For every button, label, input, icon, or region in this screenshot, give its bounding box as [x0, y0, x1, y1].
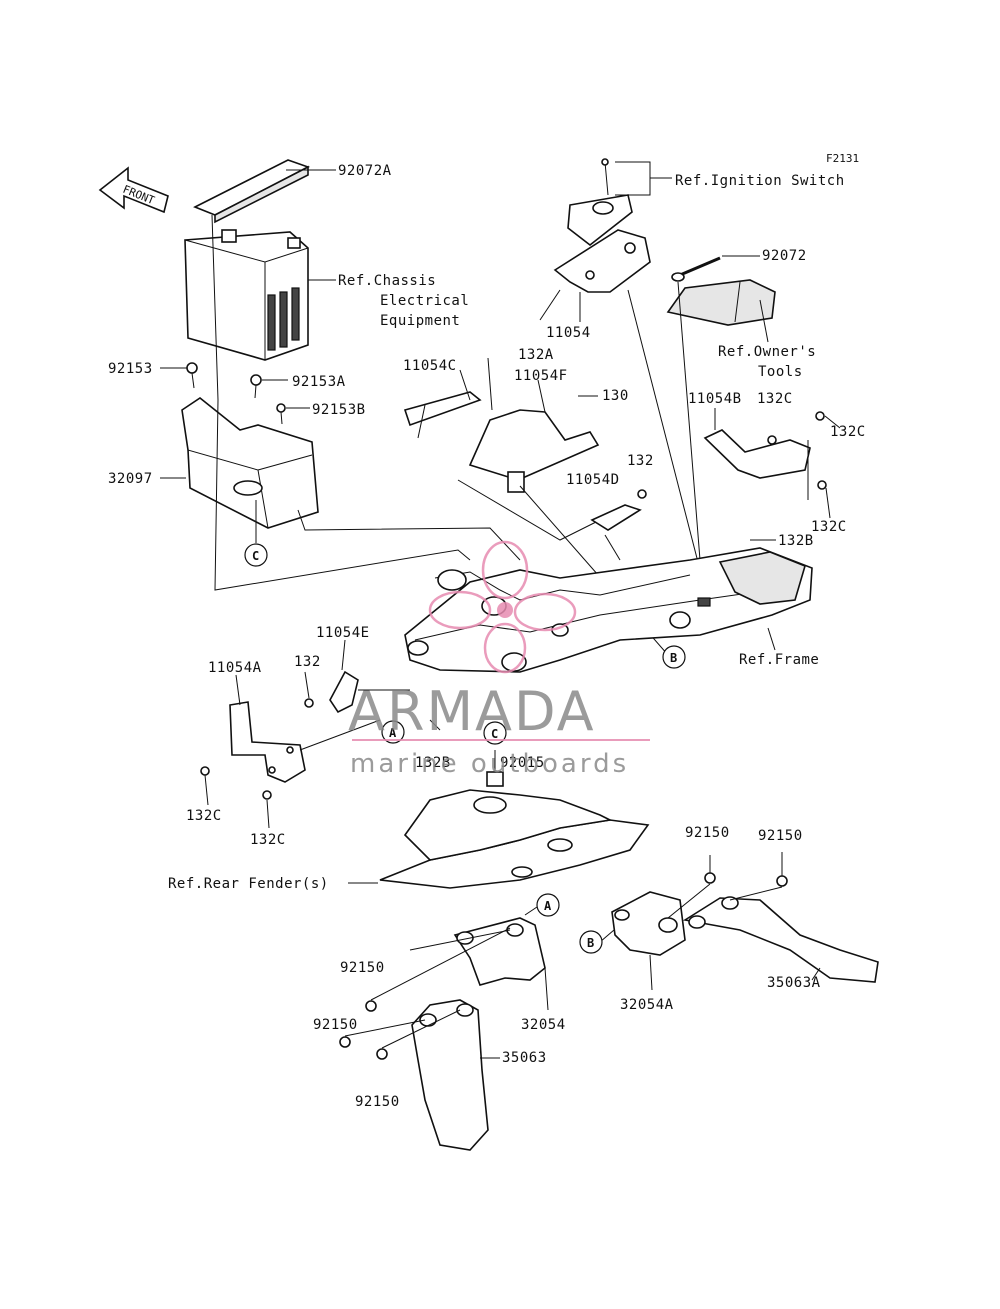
- label-132B-mid: 132B: [415, 755, 451, 771]
- watermark-logo-icon: [428, 540, 577, 674]
- watermark-tagline: marine outboards: [350, 749, 629, 779]
- svg-text:A: A: [544, 899, 552, 913]
- label-92150-b: 92150: [758, 828, 803, 844]
- label-132C-right: 132C: [830, 424, 866, 440]
- bolt-92153: [186, 362, 198, 389]
- bracket-11054B: [703, 411, 827, 490]
- label-130: 130: [602, 388, 629, 404]
- svg-text:B: B: [587, 936, 594, 950]
- label-35063A: 35063A: [767, 975, 821, 991]
- label-132C-right2: 132C: [811, 519, 847, 535]
- label-32097: 32097: [108, 471, 153, 487]
- callout-B-bottom: B: [579, 930, 603, 954]
- bracket-32054A: [611, 891, 686, 956]
- callout-C-top: C: [244, 543, 268, 567]
- label-92150-d: 92150: [313, 1017, 358, 1033]
- bracket-11054D: [590, 489, 647, 531]
- label-92072: 92072: [762, 248, 807, 264]
- bolt-92153A: [250, 374, 262, 399]
- label-92150-a: 92150: [685, 825, 730, 841]
- label-92072A: 92072A: [338, 163, 392, 179]
- bolts-92150: [339, 872, 788, 1060]
- label-92153A: 92153A: [292, 374, 346, 390]
- svg-text:C: C: [491, 727, 498, 741]
- bracket-32054: [453, 917, 546, 986]
- front-arrow-icon: FRONT: [98, 166, 169, 214]
- screw-ignition: [601, 158, 609, 196]
- label-11054B: 11054B: [688, 391, 742, 407]
- bracket-35063A: [682, 896, 879, 983]
- svg-text:C: C: [252, 549, 259, 563]
- label-ref-chassis-3: Equipment: [380, 313, 460, 329]
- label-92153: 92153: [108, 361, 153, 377]
- label-ref-chassis-1: Ref.Chassis: [338, 273, 436, 289]
- label-32054A: 32054A: [620, 997, 674, 1013]
- battery-case: [181, 397, 319, 529]
- label-32054: 32054: [521, 1017, 566, 1033]
- callout-A-bottom: A: [536, 893, 560, 917]
- callout-B-top: B: [662, 645, 686, 669]
- battery: [184, 229, 309, 361]
- svg-text:B: B: [670, 651, 677, 665]
- label-132C-top: 132C: [757, 391, 793, 407]
- bracket-11054A: [200, 701, 306, 800]
- label-ref-chassis-2: Electrical: [380, 293, 469, 309]
- label-11054F: 11054F: [514, 368, 568, 384]
- bracket-35063: [411, 999, 489, 1151]
- figure-code: F2131: [826, 152, 859, 165]
- label-92150-e: 92150: [355, 1094, 400, 1110]
- label-92150-c: 92150: [340, 960, 385, 976]
- label-11054D: 11054D: [566, 472, 620, 488]
- label-132C-l1: 132C: [186, 808, 222, 824]
- bracket-11054E: [304, 670, 359, 714]
- bracket-11054F: [468, 357, 600, 493]
- label-11054E: 11054E: [316, 625, 370, 641]
- label-132-mid: 132: [627, 453, 654, 469]
- watermark-brand: ARMADA: [348, 680, 596, 743]
- label-132-left: 132: [294, 654, 321, 670]
- callout-A-mid: A: [381, 720, 405, 744]
- owners-tools: [666, 279, 776, 326]
- label-ref-owners-2: Tools: [758, 364, 803, 380]
- label-35063: 35063: [502, 1050, 547, 1066]
- rear-fender: [379, 789, 650, 889]
- callout-C-mid: C: [483, 721, 507, 745]
- label-132B-right: 132B: [778, 533, 814, 549]
- bolt-92153B: [276, 403, 286, 425]
- svg-text:A: A: [389, 726, 397, 740]
- ignition-bracket: [553, 194, 651, 293]
- label-92015: 92015: [500, 755, 545, 771]
- label-ref-frame: Ref.Frame: [739, 652, 819, 668]
- label-11054: 11054: [546, 325, 591, 341]
- label-132C-l2: 132C: [250, 832, 286, 848]
- label-ref-ignition: Ref.Ignition Switch: [675, 173, 845, 189]
- label-132A: 132A: [518, 347, 554, 363]
- label-92153B: 92153B: [312, 402, 366, 418]
- tool-strap-92072: [671, 256, 721, 282]
- battery-strap: [193, 159, 311, 224]
- label-ref-rear-fender: Ref.Rear Fender(s): [168, 876, 329, 892]
- label-ref-owners-1: Ref.Owner's: [718, 344, 816, 360]
- label-11054A: 11054A: [208, 660, 262, 676]
- bracket-11054C: [403, 391, 482, 439]
- label-11054C: 11054C: [403, 358, 457, 374]
